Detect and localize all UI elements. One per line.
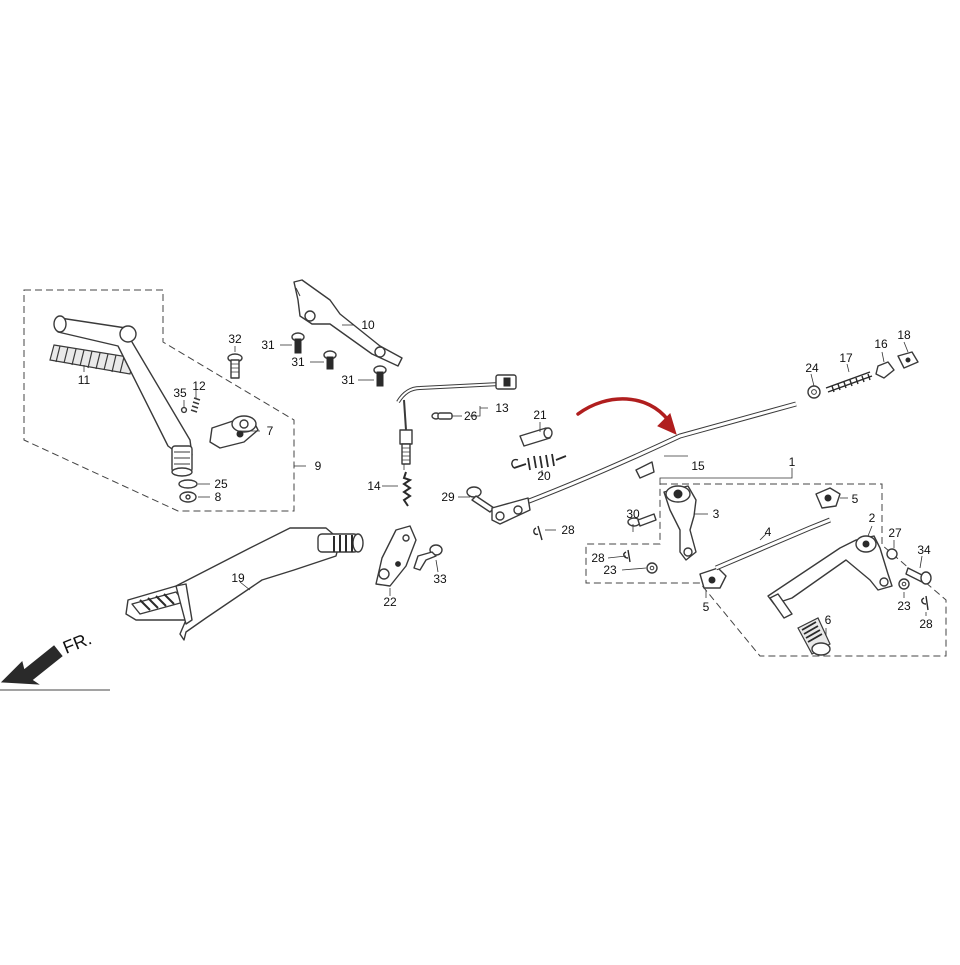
- callout-11: 11: [78, 373, 91, 387]
- callout-9: 9: [315, 459, 322, 473]
- washer-25: [178, 479, 198, 489]
- callout-8: 8: [215, 490, 222, 504]
- pin-26: [431, 412, 453, 420]
- callout-25: 25: [214, 477, 228, 491]
- callout-28: 28: [919, 617, 933, 631]
- bolt-34: [905, 567, 932, 585]
- leader-lines: [83, 324, 927, 636]
- bracket-22: [375, 525, 417, 587]
- callout-16: 16: [874, 337, 888, 351]
- ball-35: [180, 406, 188, 414]
- shift-pedal-2: [767, 535, 893, 619]
- bolt-31-a: [291, 332, 305, 354]
- cotter-pin-28-b: [623, 549, 631, 563]
- callout-27: 27: [888, 526, 902, 540]
- collar-21: [519, 427, 553, 447]
- callout-7: 7: [267, 424, 274, 438]
- callout-33: 33: [433, 572, 447, 586]
- group-1-boundary: [585, 483, 947, 657]
- callout-17: 17: [839, 351, 853, 365]
- callout-28: 28: [561, 523, 575, 537]
- nut-16: [875, 361, 895, 379]
- callout-31: 31: [291, 355, 305, 369]
- callout-34: 34: [917, 543, 931, 557]
- joint-5-lower: [699, 567, 727, 589]
- callout-23: 23: [603, 563, 617, 577]
- callout-2: 2: [869, 511, 876, 525]
- callout-30: 30: [626, 507, 640, 521]
- callout-28: 28: [591, 551, 605, 565]
- callout-14: 14: [367, 479, 381, 493]
- callout-13: 13: [495, 401, 509, 415]
- callout-22: 22: [383, 595, 397, 609]
- bolt-33: [413, 544, 443, 571]
- callout-31: 31: [341, 373, 355, 387]
- joint-18: [897, 351, 919, 369]
- front-label: FR.: [60, 628, 94, 657]
- callout-15: 15: [691, 459, 705, 473]
- front-arrow-icon: [0, 645, 63, 685]
- bolt-32: [227, 353, 243, 379]
- brake-rod-15: [491, 401, 797, 525]
- brake-pedal-19: [125, 527, 364, 641]
- spring-12: [190, 397, 201, 413]
- callout-5: 5: [852, 492, 859, 506]
- callout-24: 24: [805, 361, 819, 375]
- callout-35: 35: [173, 386, 187, 400]
- link-rod-4: [715, 517, 831, 571]
- stop-switch-13: [396, 374, 517, 465]
- brake-arm-3: [663, 485, 697, 561]
- cotter-pin-28-a: [533, 525, 543, 541]
- washer-27: [886, 548, 898, 560]
- callout-1: 1: [789, 455, 796, 469]
- callout-6: 6: [825, 613, 832, 627]
- joint-5-upper: [815, 487, 841, 509]
- callout-31: 31: [261, 338, 275, 352]
- joint-7: [209, 415, 259, 449]
- callout-12: 12: [192, 379, 206, 393]
- spring-17: [825, 371, 873, 393]
- bolt-31-c: [373, 365, 387, 387]
- callout-29: 29: [441, 490, 455, 504]
- callout-23: 23: [897, 599, 911, 613]
- callout-10: 10: [361, 318, 375, 332]
- spring-20: [513, 453, 567, 471]
- pedal-rubber-6: [797, 617, 831, 656]
- pivot-pin-29: [466, 486, 495, 513]
- callout-labels: 1 2 3 4 5 5 6 7 8 9 10 11 12 13 14 15 16…: [78, 318, 933, 631]
- front-direction-marker: FR.: [0, 628, 110, 691]
- callout-20: 20: [537, 469, 551, 483]
- callout-32: 32: [228, 332, 242, 346]
- bracket-10: [293, 279, 403, 367]
- curved-arrow-icon: [576, 397, 677, 435]
- callout-26: 26: [464, 409, 478, 423]
- callout-21: 21: [533, 408, 547, 422]
- callout-5: 5: [703, 600, 710, 614]
- spring-14: [402, 471, 413, 507]
- bolt-30: [627, 513, 657, 527]
- kick-grip-rubber: [49, 344, 135, 375]
- group-9-boundary: [23, 289, 295, 512]
- callout-18: 18: [897, 328, 911, 342]
- bolt-31-b: [323, 350, 337, 370]
- cotter-pin-28-c: [921, 595, 929, 611]
- callout-3: 3: [713, 507, 720, 521]
- kick-starter-arm: [53, 315, 193, 477]
- callout-4: 4: [765, 525, 772, 539]
- callout-19: 19: [231, 571, 245, 585]
